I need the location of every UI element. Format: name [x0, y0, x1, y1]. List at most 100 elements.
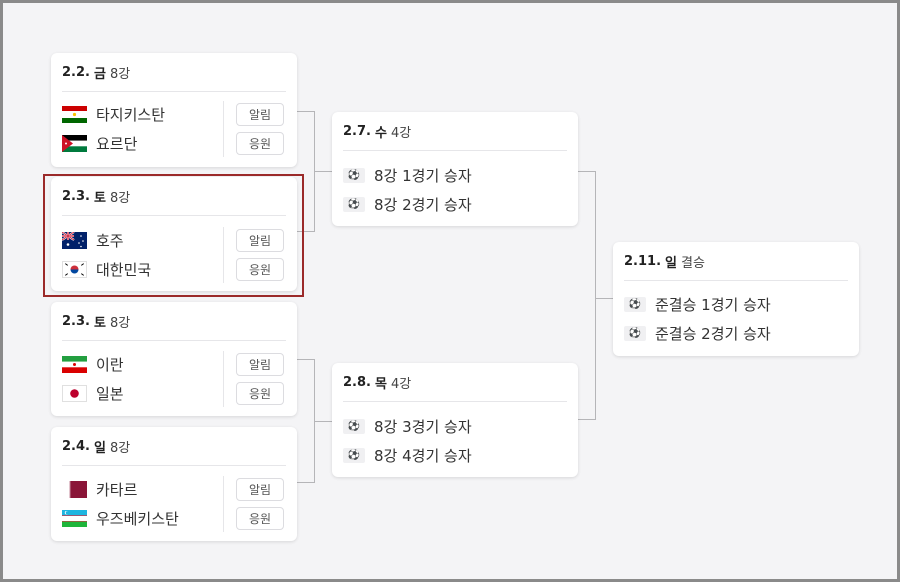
match-date: 2.3. — [62, 313, 90, 329]
match-round: 4강 — [390, 125, 412, 141]
match-date: 2.7. — [343, 123, 371, 139]
slot-row: ⚽ 8강 2경기 승자 — [343, 192, 472, 216]
jordan-flag-icon — [62, 134, 87, 152]
match-header: 2.4. 일 8강 — [62, 427, 286, 466]
connector-line — [296, 359, 315, 360]
team-name: 타지키스탄 — [96, 105, 166, 124]
connector-line — [314, 171, 333, 172]
slot-label: 준결승 1경기 승자 — [655, 295, 771, 314]
slot-row: ⚽ 준결승 2경기 승자 — [624, 321, 771, 345]
qatar-flag-icon — [62, 480, 87, 498]
soccer-ball-icon: ⚽ — [624, 296, 646, 312]
match-round: 4강 — [390, 376, 412, 392]
divider — [223, 101, 224, 157]
match-round: 결승 — [680, 255, 705, 271]
soccer-ball-icon: ⚽ — [343, 167, 365, 183]
slot-label: 8강 4경기 승자 — [374, 446, 472, 465]
match-day: 일 — [93, 440, 106, 456]
slot-label: 8강 1경기 승자 — [374, 166, 472, 185]
match-round: 8강 — [109, 315, 131, 331]
match-day: 일 — [665, 255, 677, 271]
alarm-button[interactable]: 알림 — [236, 229, 284, 252]
team-row[interactable]: 우즈베키스탄 — [62, 506, 179, 530]
alarm-button[interactable]: 알림 — [236, 353, 284, 376]
slot-label: 8강 3경기 승자 — [374, 417, 472, 436]
alarm-button[interactable]: 알림 — [236, 478, 284, 501]
team-name: 카타르 — [96, 480, 138, 499]
connector-line — [595, 298, 614, 299]
slot-label: 준결승 2경기 승자 — [655, 324, 771, 343]
cheer-button[interactable]: 응원 — [236, 507, 284, 530]
match-round: 8강 — [109, 66, 131, 82]
japan-flag-icon — [62, 384, 87, 402]
uzbekistan-flag-icon — [62, 509, 87, 527]
match-card-sf1[interactable]: 2.7. 수 4강 ⚽ 8강 1경기 승자 ⚽ 8강 2경기 승자 — [332, 112, 578, 226]
team-name: 일본 — [96, 384, 124, 403]
connector-line — [296, 111, 315, 112]
divider — [223, 227, 224, 283]
match-header: 2.7. 수 4강 — [343, 112, 567, 151]
match-date: 2.8. — [343, 374, 371, 390]
match-header: 2.2. 금 8강 — [62, 53, 286, 92]
team-name: 이란 — [96, 355, 124, 374]
slot-row: ⚽ 준결승 1경기 승자 — [624, 292, 771, 316]
match-date: 2.4. — [62, 438, 90, 454]
slot-row: ⚽ 8강 4경기 승자 — [343, 443, 472, 467]
team-row[interactable]: 대한민국 — [62, 257, 151, 281]
soccer-ball-icon: ⚽ — [343, 447, 365, 463]
match-header: 2.11. 일 결승 — [624, 242, 848, 281]
connector-line — [577, 171, 596, 172]
team-row[interactable]: 타지키스탄 — [62, 102, 165, 126]
match-card-qf1[interactable]: 2.2. 금 8강 타지키스탄 요르단 알림 응원 — [51, 53, 297, 167]
match-card-qf4[interactable]: 2.4. 일 8강 카타르 우즈베키스탄 알림 응원 — [51, 427, 297, 541]
match-day: 금 — [93, 66, 106, 82]
team-name: 호주 — [96, 231, 124, 250]
team-row[interactable]: 일본 — [62, 381, 124, 405]
cheer-button[interactable]: 응원 — [236, 258, 284, 281]
soccer-ball-icon: ⚽ — [624, 325, 646, 341]
soccer-ball-icon: ⚽ — [343, 196, 365, 212]
slot-row: ⚽ 8강 1경기 승자 — [343, 163, 472, 187]
match-card-qf2[interactable]: 2.3. 토 8강 호주 대한민국 알림 응원 — [51, 177, 297, 291]
team-row[interactable]: 이란 — [62, 352, 124, 376]
team-name: 우즈베키스탄 — [96, 509, 179, 528]
match-card-sf2[interactable]: 2.8. 목 4강 ⚽ 8강 3경기 승자 ⚽ 8강 4경기 승자 — [332, 363, 578, 477]
team-name: 대한민국 — [96, 260, 152, 279]
korea-flag-icon — [62, 260, 87, 278]
team-row[interactable]: 호주 — [61, 228, 124, 252]
divider — [223, 351, 224, 407]
connector-line — [296, 482, 315, 483]
connector-line — [314, 421, 333, 422]
connector-line — [595, 171, 596, 420]
team-name: 요르단 — [96, 134, 138, 153]
team-row[interactable]: 요르단 — [62, 131, 137, 155]
match-card-final[interactable]: 2.11. 일 결승 ⚽ 준결승 1경기 승자 ⚽ 준결승 2경기 승자 — [613, 242, 859, 356]
cheer-button[interactable]: 응원 — [236, 132, 284, 155]
match-round: 8강 — [109, 190, 131, 206]
match-date: 2.11. — [624, 253, 662, 269]
match-date: 2.3. — [62, 188, 90, 204]
match-day: 목 — [374, 376, 387, 392]
match-day: 토 — [93, 315, 106, 331]
divider — [223, 476, 224, 532]
match-round: 8강 — [109, 440, 131, 456]
match-header: 2.8. 목 4강 — [343, 363, 567, 402]
slot-label: 8강 2경기 승자 — [374, 195, 472, 214]
soccer-ball-icon: ⚽ — [343, 418, 365, 434]
iran-flag-icon — [62, 355, 87, 373]
connector-line — [577, 419, 596, 420]
match-day: 수 — [374, 125, 387, 141]
match-date: 2.2. — [62, 64, 90, 80]
match-card-qf3[interactable]: 2.3. 토 8강 이란 일본 알림 응원 — [51, 302, 297, 416]
connector-line — [296, 231, 315, 232]
tajikistan-flag-icon — [62, 105, 87, 123]
team-row[interactable]: 카타르 — [62, 477, 137, 501]
highlight-box — [43, 174, 304, 297]
match-header: 2.3. 토 8강 — [62, 302, 286, 341]
match-header: 2.3. 토 8강 — [62, 177, 286, 216]
alarm-button[interactable]: 알림 — [236, 103, 284, 126]
australia-flag-icon — [61, 230, 87, 249]
match-day: 토 — [93, 190, 106, 206]
cheer-button[interactable]: 응원 — [236, 382, 284, 405]
